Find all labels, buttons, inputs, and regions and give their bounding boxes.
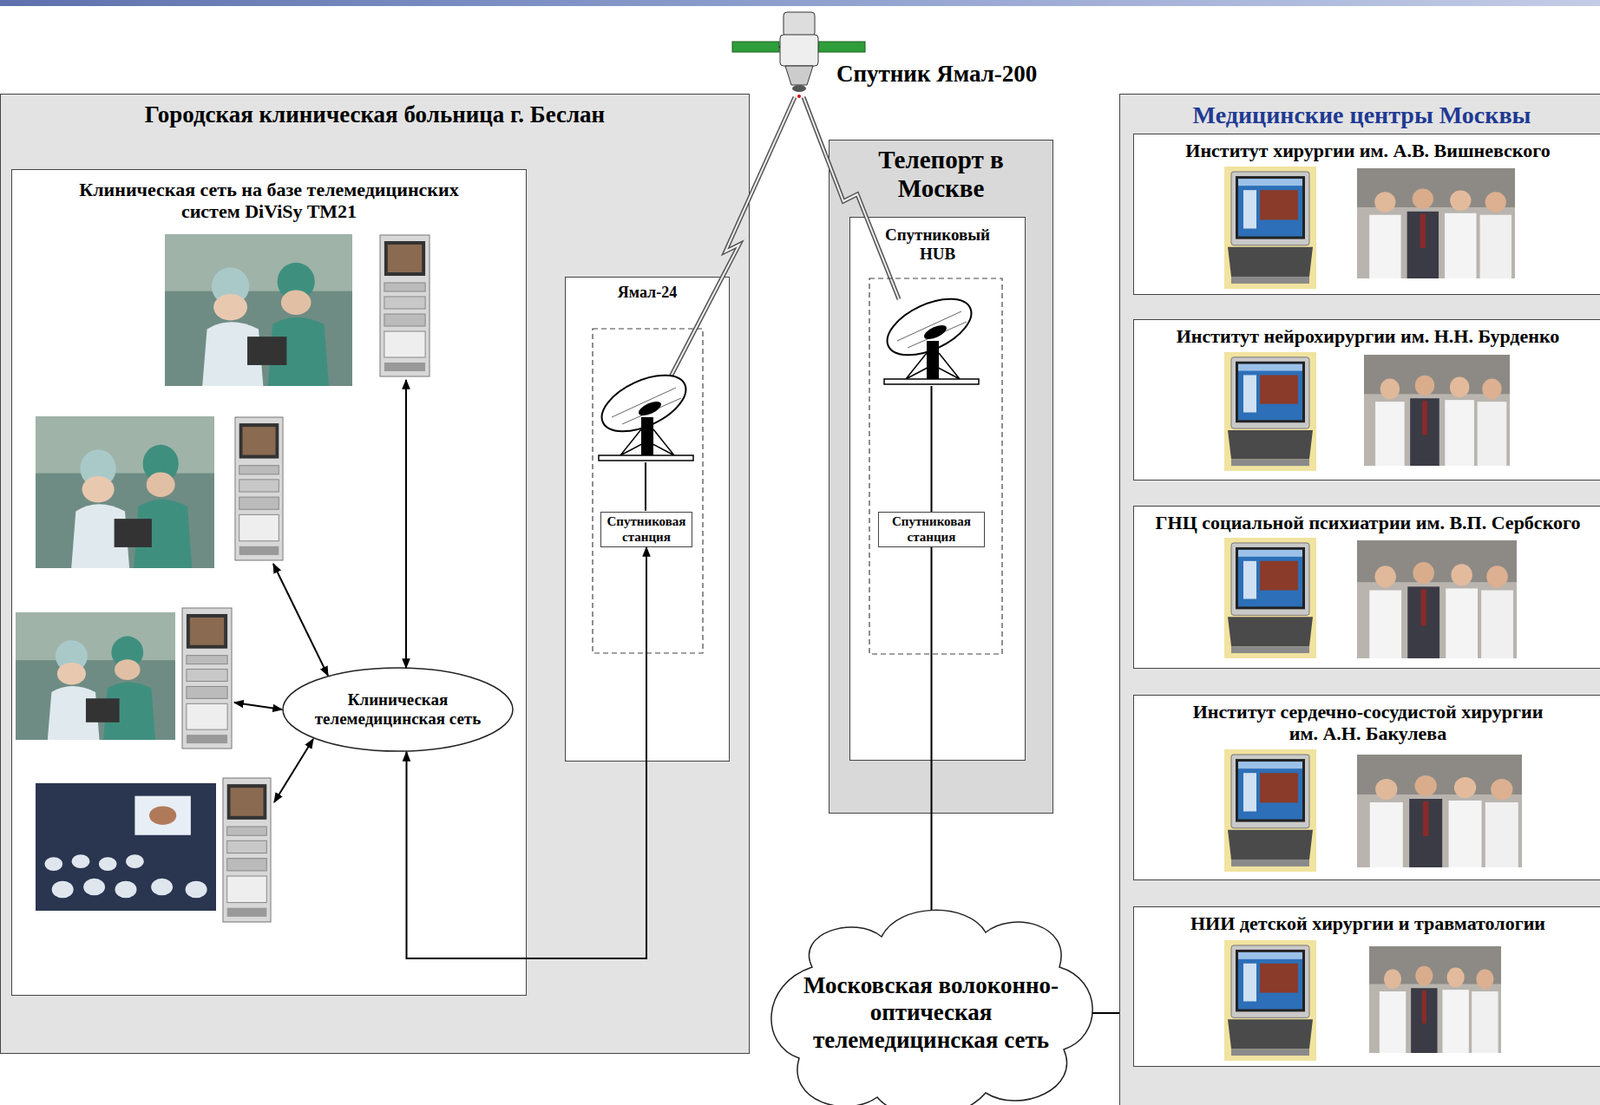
network-ellipse: Клиническая телемедицинская сеть (281, 667, 514, 753)
teleport-region: Телепорт в МосквеСпутниковый HUBСпутнико… (828, 139, 1054, 814)
connector-line (931, 547, 933, 911)
node-text: Городская клиническая больница г. Беслан (0, 101, 749, 129)
clinic-network-box: Клиническая сеть на базе телемедицинских… (11, 169, 527, 997)
staff-photo (1369, 946, 1502, 1054)
node-text: Спутниковый HUB (878, 225, 997, 264)
workstation-rack (222, 778, 271, 923)
two-way-arrow (234, 380, 407, 803)
node-text: Московская волоконно-оптическая телемеди… (783, 972, 1079, 1054)
satellite-icon (779, 45, 819, 48)
two-way-arrow (405, 380, 407, 669)
laptop-picture (1224, 749, 1317, 873)
institute-box: Институт нейрохирургии им. Н.Н. Бурденко (1133, 319, 1600, 481)
satellite-icon (797, 94, 801, 99)
node-text: Ямал-24 (565, 283, 729, 302)
moscow-centers-region: Медицинские центры МосквыИнститут хирург… (1119, 93, 1600, 1105)
laptop-picture (1224, 166, 1317, 289)
top-band (0, 0, 1600, 7)
node-text: Институт нейрохирургии им. Н.Н. Бурденко (1134, 325, 1600, 348)
laptop-picture (1224, 352, 1317, 472)
node-text: Телепорт в Москве (859, 145, 1024, 204)
radio-link (803, 97, 899, 300)
antenna-feed-line (644, 462, 647, 512)
laptop-picture (1224, 166, 1317, 1062)
node-text: ГНЦ социальной психиатрии им. В.П. Сербс… (1134, 511, 1600, 534)
two-way-arrow (274, 739, 314, 803)
radio-link (668, 97, 899, 382)
connector-line (1092, 1012, 1120, 1015)
node-text: НИИ детской хирургии и травматологии (1134, 912, 1600, 935)
staff-photo (1363, 354, 1510, 466)
satellite-icon (792, 85, 807, 92)
node-text: Клиническая телемедицинская сеть (300, 690, 496, 729)
cloud-outline (771, 910, 1093, 1105)
ellipse-outline (282, 668, 513, 752)
satellite-icon (783, 12, 815, 37)
clinic-photo (15, 612, 176, 741)
laptop-picture (1224, 940, 1317, 1062)
node-text: Институт хирургии им. А.В. Вишневского (1134, 139, 1600, 162)
dish-antenna (878, 287, 980, 385)
dashed-enclosure (592, 278, 1003, 655)
satellite-station-box: Спутниковая станция (878, 511, 985, 548)
satellite-icon (732, 41, 780, 53)
workstation-rack (380, 235, 430, 377)
dashed-enclosure (869, 278, 1003, 655)
staff-photo (1357, 168, 1515, 279)
staff-photo (1357, 540, 1517, 659)
antenna-feed-line (931, 386, 933, 512)
dashed-enclosure (592, 328, 703, 654)
clinic-photo (35, 416, 215, 569)
fiber-network-cloud: Московская волоконно-оптическая телемеди… (760, 898, 1102, 1105)
satellite-station-box: Спутниковая станция (600, 511, 693, 548)
institute-box: Институт сердечно-сосудистой хирургии им… (1133, 695, 1600, 881)
satellite-icon (818, 41, 866, 53)
hub-box: Спутниковый HUB Спутниковая станция (849, 216, 1026, 761)
institute-box: ГНЦ социальной психиатрии им. В.П. Сербс… (1133, 505, 1600, 669)
workstation-rack (182, 235, 430, 923)
radio-link (803, 97, 899, 300)
radio-link (668, 97, 795, 382)
clinic-photo (15, 234, 353, 912)
workstation-rack (182, 608, 232, 749)
laptop-picture (1224, 537, 1317, 659)
hospital-region: Городская клиническая больница г. Беслан… (0, 93, 750, 1055)
two-way-arrow (273, 563, 328, 676)
institute-box: Институт хирургии им. А.В. Вишневского (1133, 133, 1600, 296)
satellite-label: Спутник Ямал-200 (836, 60, 1037, 88)
connector-line (406, 547, 648, 959)
two-way-arrow (234, 702, 282, 710)
clinic-photo (164, 234, 353, 387)
dish-antenna (593, 287, 980, 461)
node-text: Спутниковая станция (603, 514, 689, 545)
antenna-feed-line (645, 386, 932, 512)
institute-box: НИИ детской хирургии и травматологии (1133, 906, 1600, 1068)
staff-photo (1357, 754, 1522, 868)
node-text: Клиническая сеть на базе телемедицинских… (56, 178, 482, 223)
node-text: Медицинские центры Москвы (1120, 101, 1600, 130)
satellite-icon (785, 65, 814, 86)
dish-antenna (593, 363, 695, 461)
clinic-photo (35, 783, 217, 912)
staff-photo (1357, 168, 1522, 1054)
ground-station-box: Ямал-24Спутниковая станция (564, 276, 730, 762)
satellite-icon (732, 12, 866, 99)
radio-link (668, 97, 795, 382)
node-text: Институт сердечно-сосудистой хирургии им… (1177, 701, 1560, 746)
node-text: Спутниковая станция (881, 514, 982, 545)
workstation-rack (235, 417, 283, 561)
satellite-icon (780, 34, 819, 66)
